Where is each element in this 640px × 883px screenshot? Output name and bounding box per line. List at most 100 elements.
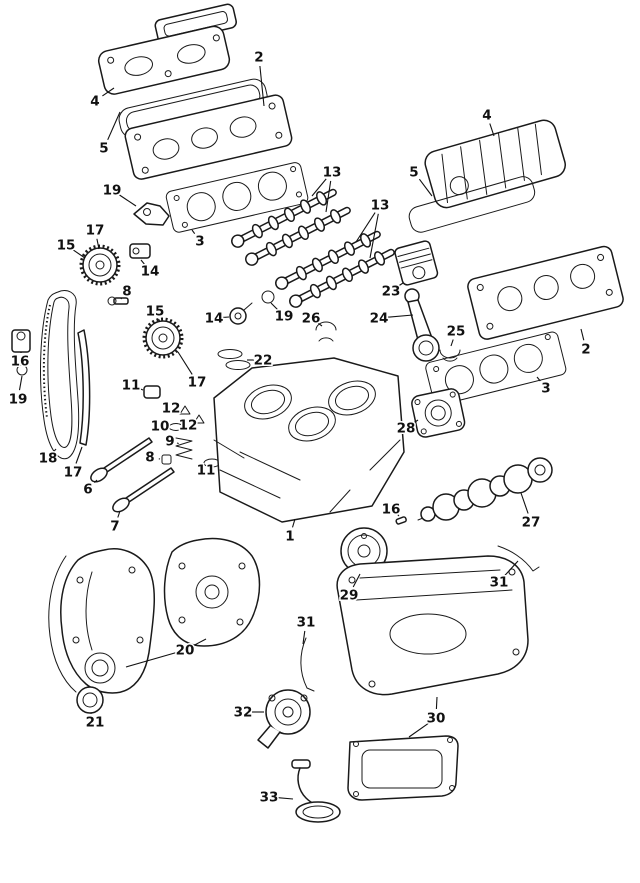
oil-strainer (291, 759, 341, 823)
callout-leader-17 (177, 351, 193, 375)
callout-label-14: 14 (141, 264, 160, 280)
callout-label-10: 10 (151, 419, 170, 435)
camshaft-3 (275, 230, 381, 290)
front-cover-inner (163, 537, 261, 647)
callout-label-29: 29 (340, 588, 359, 604)
rear-seal-retainer (411, 388, 466, 438)
valve-cover-gasket-right (408, 176, 536, 233)
callout-label-1: 1 (285, 529, 294, 545)
callout-label-31: 31 (297, 615, 316, 631)
piston (394, 240, 439, 286)
callout-leader-31 (302, 630, 306, 645)
callout-label-11: 11 (122, 378, 141, 394)
callout-leader-3 (536, 376, 541, 382)
callout-label-27: 27 (522, 515, 541, 531)
callout-label-2: 2 (581, 342, 590, 358)
crankshaft (417, 457, 553, 522)
callout-label-7: 7 (110, 519, 119, 535)
callout-label-28: 28 (397, 421, 416, 437)
head-gasket-left (165, 162, 309, 233)
callout-label-33: 33 (260, 790, 279, 806)
callout-label-12: 12 (179, 418, 198, 434)
piston-pin-clip (261, 290, 275, 304)
front-crank-seal (76, 686, 104, 714)
chain-tensioner-pivot (229, 302, 253, 325)
callout-label-26: 26 (302, 311, 321, 327)
rod-bearing-lower (439, 349, 461, 362)
callout-leader-18 (53, 448, 57, 452)
camshaft-4 (289, 248, 395, 308)
callout-leader-25 (450, 339, 454, 347)
rod-bearing-upper (315, 321, 337, 342)
woodruff-key (395, 516, 407, 525)
valve-keepers-2 (193, 414, 205, 424)
callout-label-13: 13 (371, 198, 390, 214)
callout-label-16: 16 (382, 502, 401, 518)
callout-leader-14 (140, 259, 145, 265)
piston-rings (217, 349, 251, 370)
valve-stem-seal (161, 454, 172, 465)
callout-leader-33 (277, 797, 294, 800)
oil-pan-gasket-right (497, 545, 540, 572)
valve-keepers-1 (179, 405, 191, 415)
callout-label-2: 2 (254, 50, 263, 66)
callout-label-8: 8 (122, 284, 131, 300)
callout-leader-19 (270, 302, 278, 310)
callout-leader-17 (96, 238, 100, 250)
chain-tensioner (129, 243, 151, 259)
cylinder-block (213, 357, 405, 523)
callout-label-4: 4 (482, 108, 491, 124)
callout-leader-2 (580, 328, 585, 341)
callout-label-5: 5 (99, 141, 108, 157)
callout-leader-26 (317, 322, 323, 327)
cylinder-head-left (124, 94, 293, 180)
callout-leader-3 (191, 229, 196, 235)
front-cover-gasket (48, 555, 77, 693)
head-gasket-right (425, 331, 567, 406)
callout-leader-19 (119, 194, 137, 207)
callout-leader-11 (139, 387, 144, 391)
callout-leader-20 (125, 651, 177, 668)
connecting-rod (404, 288, 440, 362)
timing-chain (40, 290, 80, 460)
callout-leader-13 (311, 178, 327, 197)
tensioner-bolt (107, 296, 129, 306)
front-cover-outer (60, 548, 156, 694)
callout-leader-6 (94, 479, 98, 483)
callout-label-9: 9 (165, 434, 174, 450)
callout-label-12: 12 (162, 401, 181, 417)
callout-leader-4 (489, 123, 495, 137)
callout-label-17: 17 (86, 223, 105, 239)
callout-leader-15 (73, 249, 86, 259)
oil-pump (257, 689, 311, 749)
oil-pan-upper (336, 555, 529, 696)
callout-label-19: 19 (9, 392, 28, 408)
callout-label-24: 24 (370, 311, 389, 327)
callout-leader-4 (102, 87, 115, 97)
callout-label-25: 25 (447, 324, 466, 340)
oil-pan-gasket-left (300, 637, 315, 692)
callout-label-15: 15 (57, 238, 76, 254)
callout-leader-31 (504, 560, 519, 576)
callout-label-20: 20 (176, 643, 195, 659)
callout-label-5: 5 (409, 165, 418, 181)
callout-leader-8 (120, 297, 123, 300)
callout-leader-13 (325, 180, 332, 213)
callout-label-17: 17 (64, 465, 83, 481)
callout-label-3: 3 (195, 234, 204, 250)
callout-label-32: 32 (234, 705, 253, 721)
oil-pan-lower (347, 735, 459, 801)
spring-retainer (168, 423, 184, 431)
callout-leader-1 (291, 518, 296, 528)
callout-label-14: 14 (205, 311, 224, 327)
callout-label-30: 30 (427, 711, 446, 727)
lifting-bracket (133, 202, 170, 226)
callout-label-16: 16 (11, 354, 30, 370)
callout-leader-11 (210, 463, 214, 467)
callout-leader-29 (352, 573, 361, 588)
callout-label-11: 11 (197, 463, 216, 479)
chain-guide (77, 329, 91, 446)
callout-label-13: 13 (323, 165, 342, 181)
